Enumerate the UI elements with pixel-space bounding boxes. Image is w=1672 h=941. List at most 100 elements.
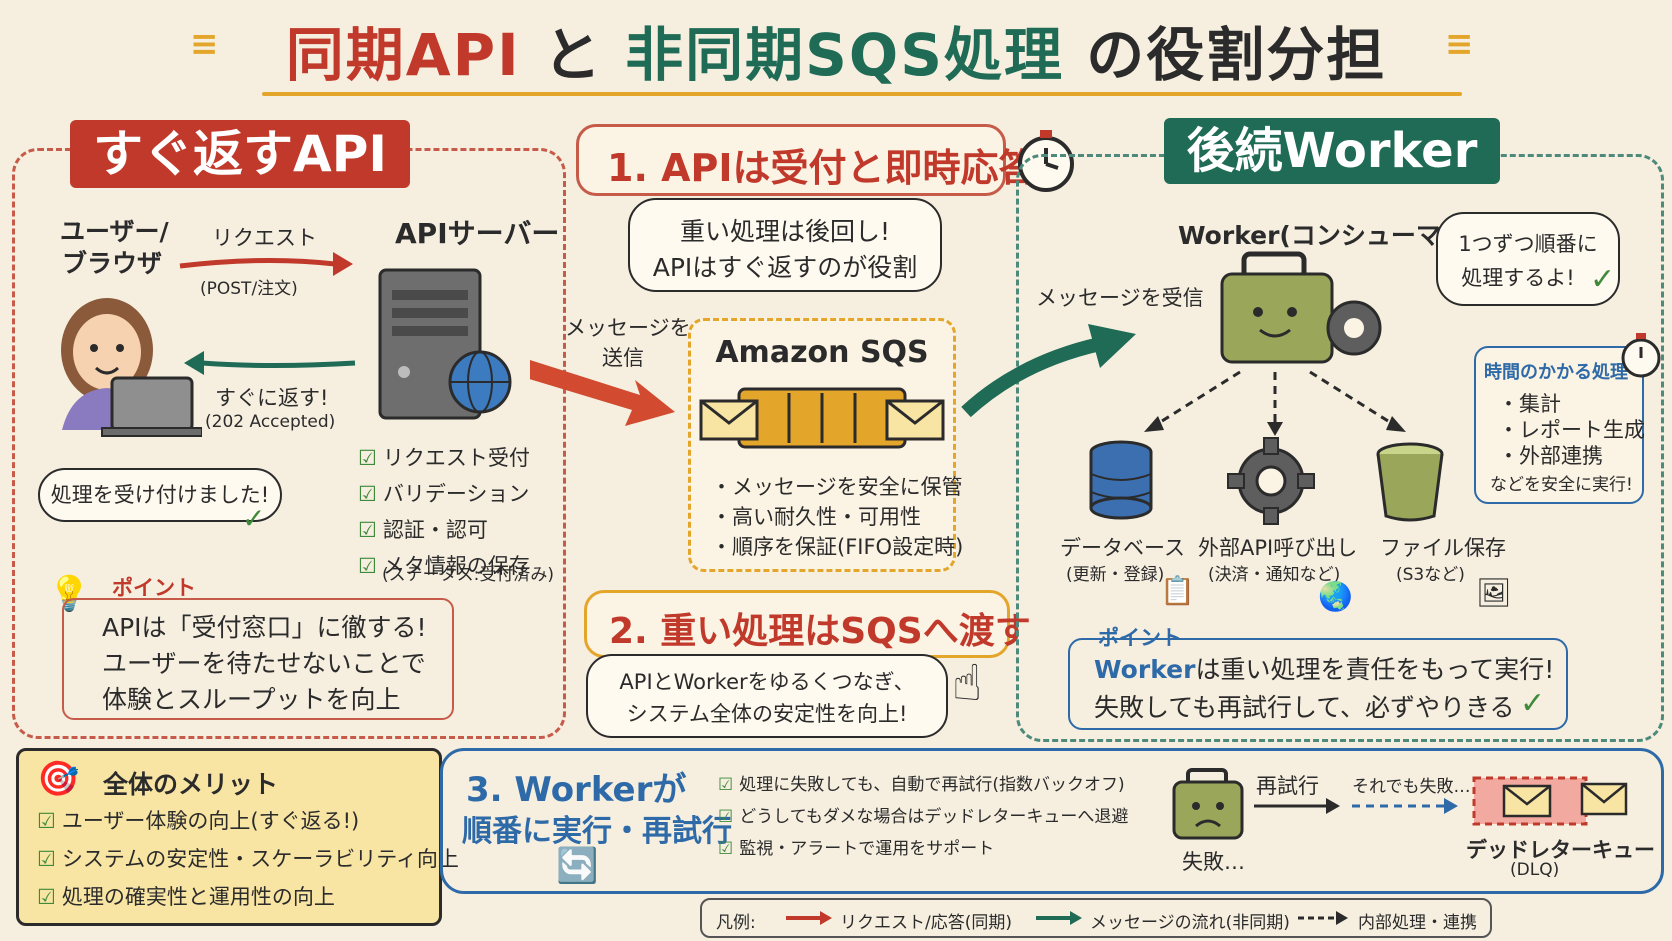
- response-arrow: [184, 351, 356, 375]
- checkbox-icon: ☑: [718, 775, 734, 795]
- merit-item: ☑ユーザー体験の向上(すぐ返る!): [37, 809, 360, 833]
- legend-item: 内部処理・連携: [1358, 913, 1477, 933]
- user-label-line2: ブラウザ: [62, 249, 163, 278]
- legend-internal-arrow: [1298, 911, 1348, 925]
- receive-message-arrow: [961, 324, 1136, 418]
- left-point-title: ポイント: [112, 576, 196, 600]
- legend-title: 凡例:: [716, 913, 756, 933]
- center-bubble-line2: APIはすぐ返すのが役割: [652, 253, 918, 282]
- checkbox-icon: ☑: [358, 554, 377, 578]
- title-decoration-right: ≡: [1445, 24, 1474, 64]
- checklist-item: ☑メタ情報の保存: [358, 554, 530, 578]
- send-label-line1: メッセージを: [565, 316, 691, 340]
- fail-label: 失敗…: [1182, 850, 1245, 874]
- right-point-box: Workerは重い処理を責任をもって実行! 失敗しても再試行して、必ずやりきる: [1068, 638, 1568, 730]
- request-sub-label: (POST/注文): [200, 279, 298, 299]
- long-task-item: ・集計: [1498, 392, 1561, 416]
- user-with-laptop-icon: [61, 298, 202, 437]
- send-message-arrow: [530, 360, 675, 426]
- step1-text: 1. APIは受付と即時応答: [607, 146, 1037, 190]
- pointing-hand-icon: ☝: [952, 654, 983, 712]
- long-task-box: 時間のかかる処理 ・集計 ・レポート生成 ・外部連携 などを安全に実行!: [1474, 346, 1645, 504]
- target-file-sub: (S3など): [1396, 565, 1465, 585]
- left-point-line3: 体験とスループットを向上: [102, 685, 401, 714]
- step2-note: APIとWorkerをゆるくつなぎ、 システム全体の安定性を向上!: [586, 654, 948, 738]
- checkbox-icon: ☑: [718, 807, 734, 827]
- merit-item: ☑システムの安定性・スケーラビリティ向上: [37, 847, 459, 871]
- sqs-box: Amazon SQS ・メッセージを安全に保管 ・高い耐久性・可用性 ・順序を保…: [688, 318, 963, 572]
- retry-label: 再試行: [1256, 774, 1319, 798]
- checklist-sub-note: (ステータス:受付済み): [382, 565, 554, 585]
- step3-item: ☑処理に失敗しても、自動で再試行(指数バックオフ): [718, 775, 1125, 795]
- sqs-point-1: ・メッセージを安全に保管: [711, 475, 963, 499]
- worker-banner: 後続Worker: [1164, 118, 1500, 184]
- checkbox-icon: ☑: [358, 518, 377, 542]
- title-part-sync-api: 同期API: [285, 21, 521, 89]
- worker-bubble-line1: 1つずつ順番に: [1458, 232, 1598, 256]
- target-api-label: 外部API呼び出し: [1198, 536, 1358, 560]
- user-label-line1: ユーザー/: [60, 217, 169, 246]
- sync-api-banner: すぐ返すAPI: [70, 120, 410, 188]
- step3-item: ☑どうしてもダメな場合はデッドレターキューへ退避: [718, 807, 1129, 827]
- dlq-label: デッドレターキュー: [1466, 838, 1655, 862]
- step2-note-line1: APIとWorkerをゆるくつなぎ、: [619, 670, 915, 694]
- title-part-and: と: [542, 21, 603, 89]
- worker-label: Worker(コンシューマー): [1178, 221, 1478, 250]
- merit-item: ☑処理の確実性と運用性の向上: [37, 885, 335, 909]
- step2-text: 2. 重い処理はSQSへ渡す: [609, 611, 1031, 652]
- sqs-point-3: ・順序を保証(FIFO設定時): [711, 535, 964, 559]
- sqs-point-2: ・高い耐久性・可用性: [711, 505, 921, 529]
- globe-icon: 🌏: [1318, 580, 1353, 613]
- sqs-queue-icon: [699, 387, 945, 449]
- step2-note-line2: システム全体の安定性を向上!: [626, 702, 908, 726]
- check-icon: ✓: [242, 502, 266, 535]
- api-server-label: APIサーバー: [395, 217, 560, 250]
- target-db-label: データベース: [1060, 536, 1185, 560]
- gear-icon: [1227, 437, 1315, 525]
- target-db-sub: (更新・登録): [1066, 565, 1165, 585]
- receive-label: メッセージを受信: [1036, 286, 1204, 310]
- step1-box: 1. APIは受付と即時応答: [576, 124, 1037, 196]
- title-decoration-left: ≡: [190, 24, 219, 64]
- right-point-line2: 失敗しても再試行して、必ずやりきる: [1094, 693, 1515, 722]
- retry-arrow: [1254, 798, 1340, 814]
- center-bubble-line1: 重い処理は後回し!: [679, 217, 891, 246]
- checkbox-icon: ☑: [718, 839, 734, 859]
- api-checklist: ☑リクエスト受付 ☑バリデーション ☑認証・認可 ☑メタ情報の保存: [358, 442, 530, 586]
- send-label-line2: 送信: [602, 346, 644, 370]
- legend-async-arrow: [1036, 911, 1082, 925]
- title-part-roles: の役割分担: [1086, 21, 1387, 89]
- step3-title-line1: 3. Workerが: [466, 770, 687, 810]
- step3-section: [440, 748, 1664, 894]
- long-task-item: ・外部連携: [1498, 444, 1603, 468]
- target-file-label: ファイル保存: [1380, 536, 1506, 560]
- title-underline: [262, 92, 1462, 96]
- bucket-icon: [1376, 442, 1444, 522]
- dlq-sub-label: (DLQ): [1510, 860, 1560, 880]
- checklist-item: ☑バリデーション: [358, 482, 530, 506]
- checkbox-icon: ☑: [37, 847, 56, 871]
- dead-letter-queue-icon: [1472, 776, 1628, 826]
- response-label: すぐに返す!: [215, 386, 329, 410]
- internal-flow-arrows: [1144, 370, 1406, 436]
- checklist-item: ☑リクエスト受付: [358, 446, 530, 470]
- merits-title: 全体のメリット: [103, 770, 279, 799]
- target-api-sub: (決済・通知など): [1208, 565, 1341, 585]
- checkbox-icon: ☑: [358, 446, 377, 470]
- right-point-line1: Workerは重い処理を責任をもって実行!: [1094, 655, 1555, 684]
- retry-cycle-icon: 🔄: [556, 846, 599, 886]
- worker-bubble-line2: 処理するよ!: [1461, 266, 1575, 290]
- accepted-bubble-text: 処理を受け付けました!: [50, 483, 270, 507]
- legend-item: メッセージの流れ(非同期): [1090, 913, 1290, 933]
- still-fail-label: それでも失敗…: [1352, 777, 1471, 797]
- database-icon: [1089, 440, 1153, 520]
- left-point-box: APIは「受付窓口」に徹する! ユーザーを待たせないことで 体験とスループットを…: [62, 598, 454, 720]
- page-title: 同期API と 非同期SQS処理 の役割分担: [0, 8, 1672, 92]
- worker-robot-icon: [1220, 251, 1382, 364]
- check-icon: ✓: [1520, 686, 1546, 721]
- checkbox-icon: ☑: [37, 809, 56, 833]
- api-server-icon: [378, 268, 512, 420]
- failed-worker-icon: [1172, 768, 1244, 840]
- image-icon: 🖼: [1476, 576, 1512, 609]
- sqs-title: Amazon SQS: [715, 335, 929, 370]
